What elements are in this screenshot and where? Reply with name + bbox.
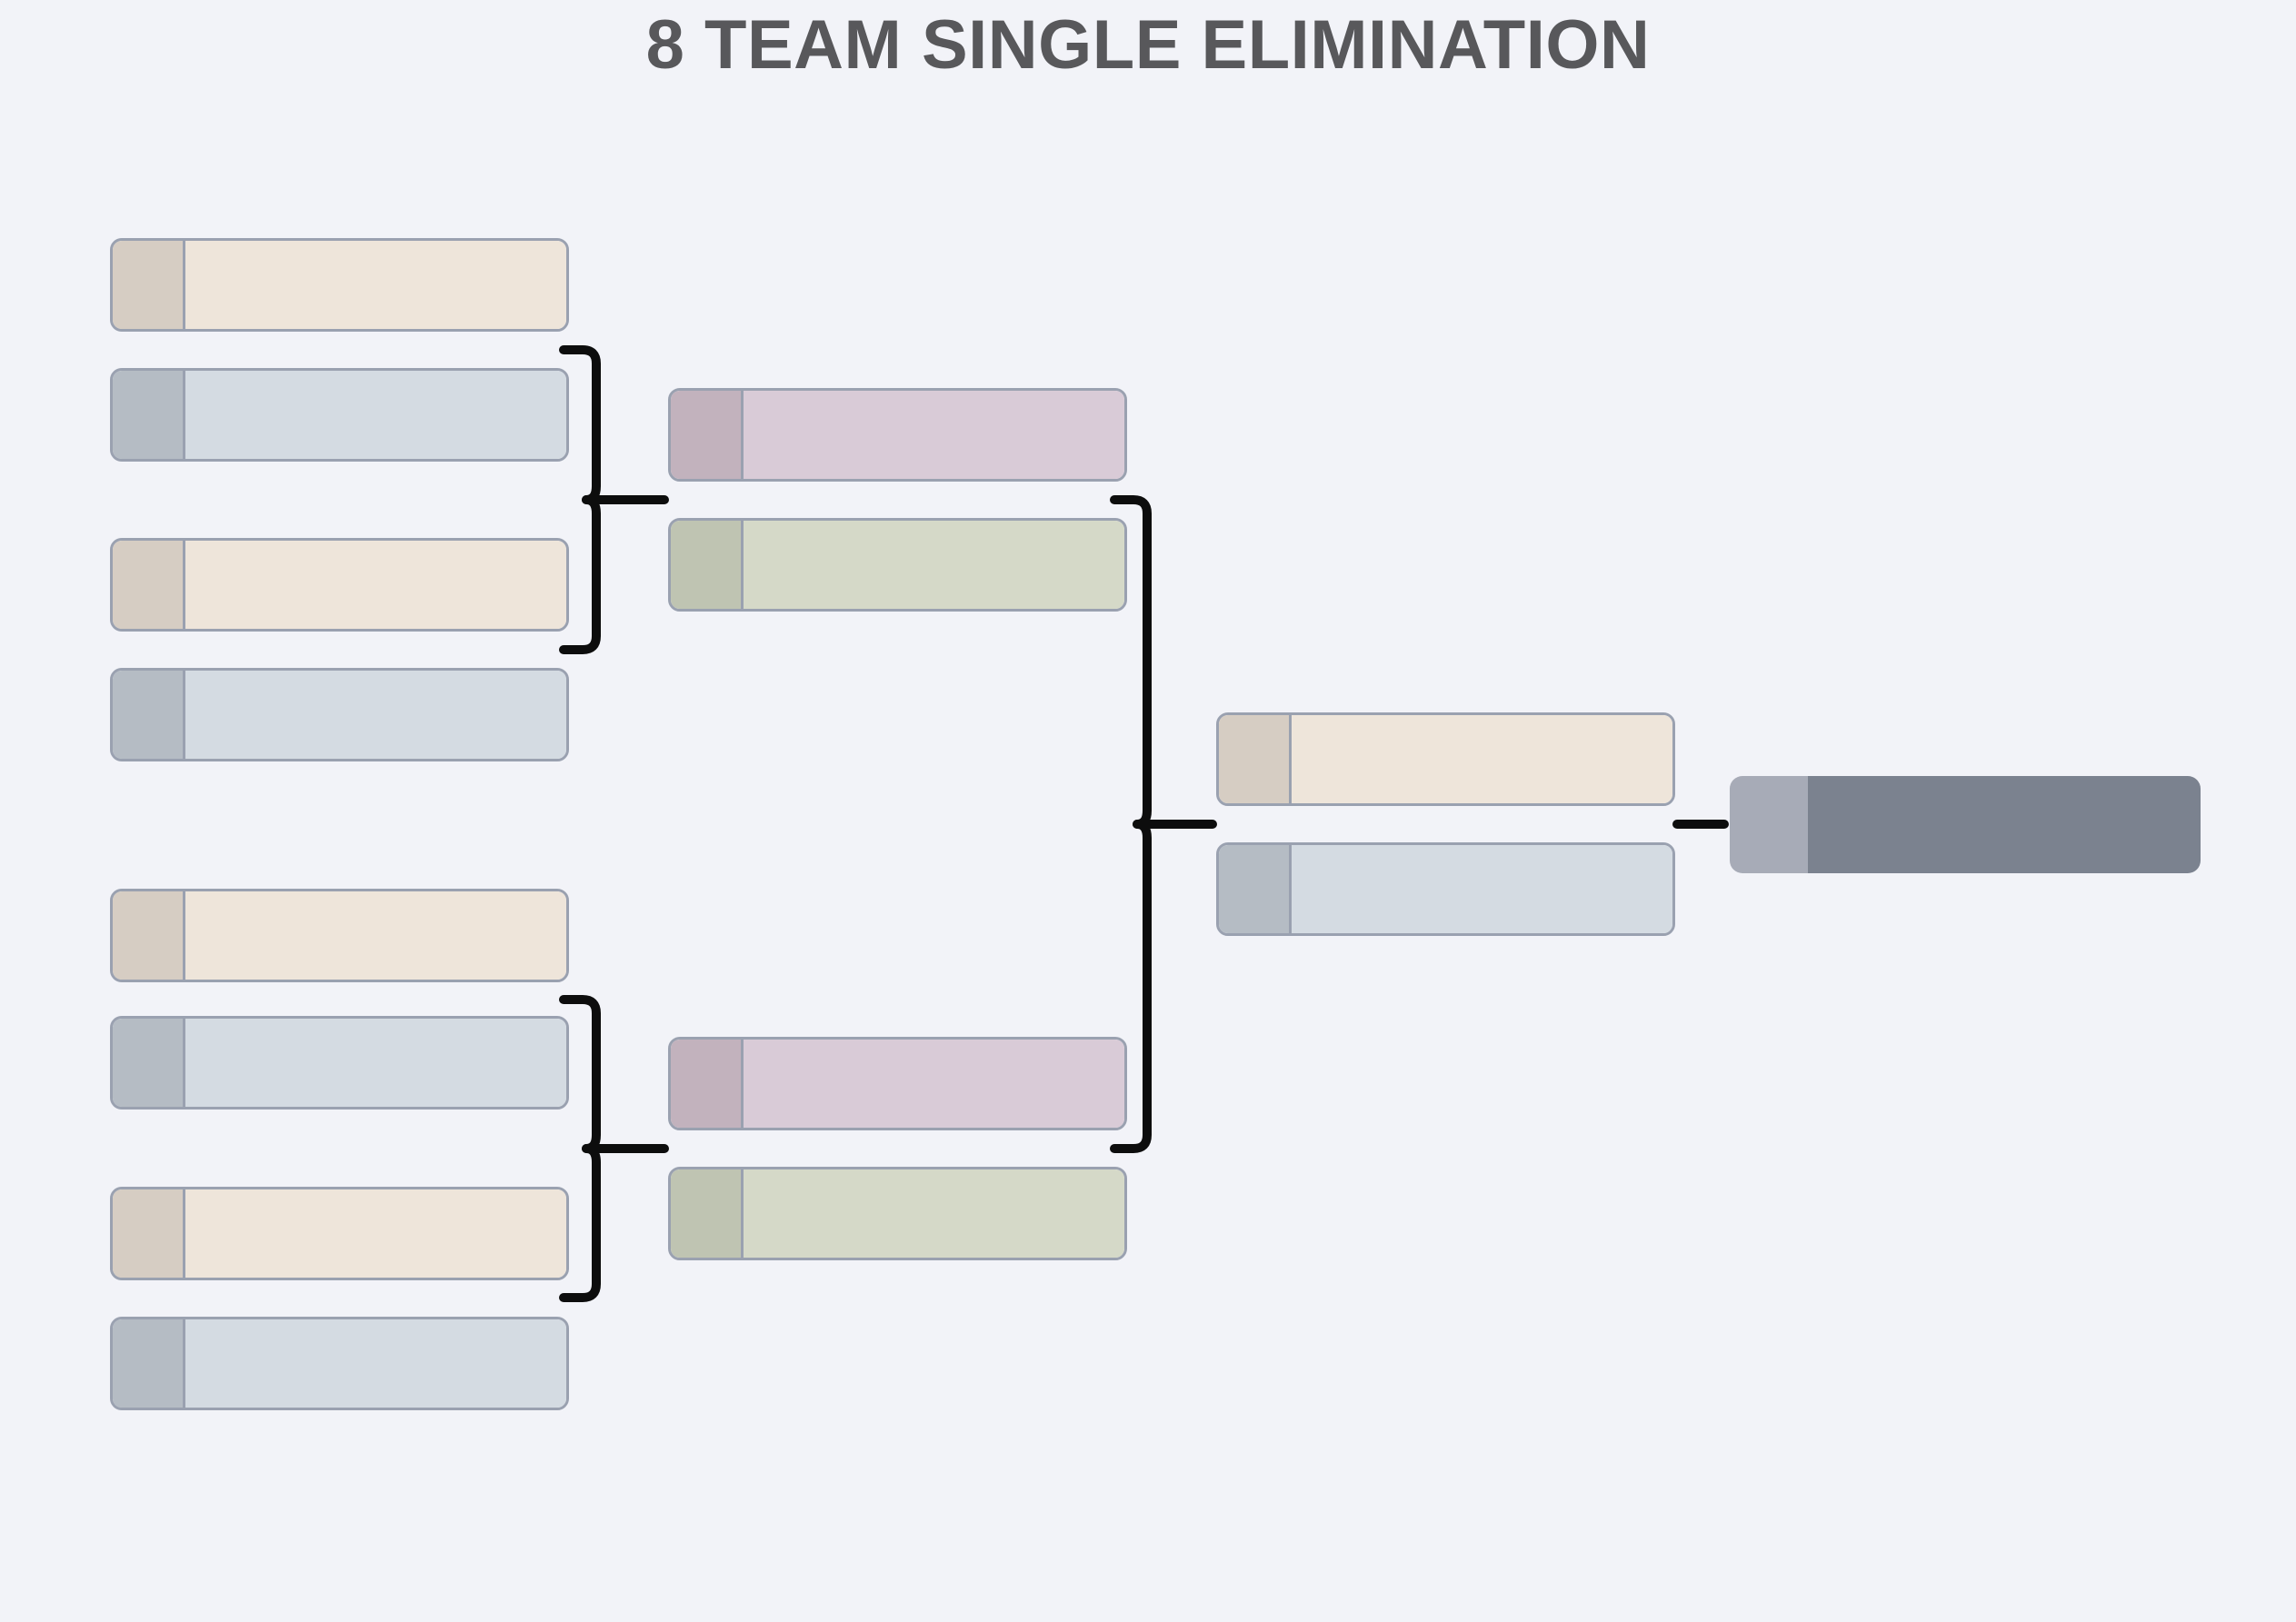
team-name-cell [185, 671, 566, 759]
team-name-cell [744, 391, 1124, 479]
round-1-slot-1 [110, 238, 569, 332]
seed-cell [1219, 715, 1292, 803]
seed-cell [113, 1189, 185, 1278]
semifinals-slot-4 [668, 1167, 1127, 1260]
seed-cell [1219, 845, 1292, 933]
seed-cell [113, 241, 185, 329]
team-name-cell [744, 521, 1124, 609]
seed-cell [113, 1019, 185, 1107]
seed-cell [671, 1040, 744, 1128]
seed-cell [671, 1169, 744, 1258]
semifinals-slot-2 [668, 518, 1127, 612]
round-1-slot-2 [110, 368, 569, 462]
team-name-cell [185, 1019, 566, 1107]
team-name-cell [185, 241, 566, 329]
page-title: 8 TEAM SINGLE ELIMINATION [645, 6, 1651, 84]
seed-cell [113, 891, 185, 980]
seed-cell [113, 371, 185, 459]
round-1-slot-3 [110, 538, 569, 632]
semifinals-slot-3 [668, 1037, 1127, 1130]
champion-slot-1 [1730, 776, 2201, 873]
team-name-cell [744, 1169, 1124, 1258]
team-name-cell [1808, 776, 2201, 873]
seed-cell [113, 541, 185, 629]
seed-cell [1730, 776, 1808, 873]
final-slot-1 [1216, 712, 1675, 806]
team-name-cell [744, 1040, 1124, 1128]
team-name-cell [185, 1319, 566, 1408]
seed-cell [671, 391, 744, 479]
round-1-slot-6 [110, 1016, 569, 1110]
seed-cell [671, 521, 744, 609]
round-1-slot-8 [110, 1317, 569, 1410]
team-name-cell [1292, 715, 1672, 803]
team-name-cell [185, 1189, 566, 1278]
team-name-cell [185, 891, 566, 980]
team-name-cell [185, 541, 566, 629]
seed-cell [113, 671, 185, 759]
round-1-slot-4 [110, 668, 569, 761]
round-1-slot-5 [110, 889, 569, 982]
semifinals-slot-1 [668, 388, 1127, 482]
final-slot-2 [1216, 842, 1675, 936]
seed-cell [113, 1319, 185, 1408]
team-name-cell [185, 371, 566, 459]
round-1-slot-7 [110, 1187, 569, 1280]
team-name-cell [1292, 845, 1672, 933]
